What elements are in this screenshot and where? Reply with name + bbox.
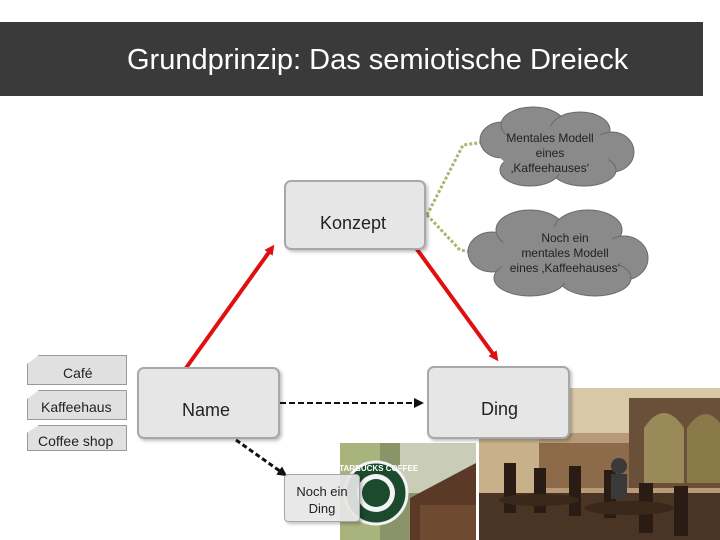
name-node: Name [137, 367, 280, 439]
concept-label: Konzept [320, 213, 386, 234]
thing-node: Ding [427, 366, 570, 439]
cloud1-line-3: ‚Kaffeehauses‘ [495, 161, 605, 176]
name-label: Name [182, 400, 230, 421]
thing2-node: Noch ein Ding [284, 474, 360, 522]
name-to-thing2-arrow [236, 440, 284, 474]
concept-node: Konzept [284, 180, 426, 250]
cloud1-line-2: eines [495, 146, 605, 161]
thing-label: Ding [481, 399, 518, 420]
cloud2-line-3: eines ‚Kaffeehauses‘ [505, 261, 625, 276]
cloud2-line-2: mentales Modell [505, 246, 625, 261]
cloud-model-1-text: Mentales Modell eines ‚Kaffeehauses‘ [495, 131, 605, 176]
cloud2-line-1: Noch ein [505, 231, 625, 246]
cloud-model-2-text: Noch ein mentales Modell eines ‚Kaffeeha… [505, 231, 625, 276]
cloud1-line-1: Mentales Modell [495, 131, 605, 146]
name-tab-cafe: Café [27, 355, 127, 385]
name-tab-kaffeehaus: Kaffeehaus [27, 390, 127, 420]
thing2-label: Noch ein Ding [285, 483, 359, 517]
name-tab-cafe-label: Café [63, 365, 93, 381]
name-tab-coffee-shop-label: Coffee shop [38, 433, 113, 449]
name-tab-kaffeehaus-label: Kaffeehaus [41, 399, 112, 415]
name-to-concept-arrow [186, 248, 272, 368]
name-tab-coffee-shop: Coffee shop [27, 425, 127, 451]
